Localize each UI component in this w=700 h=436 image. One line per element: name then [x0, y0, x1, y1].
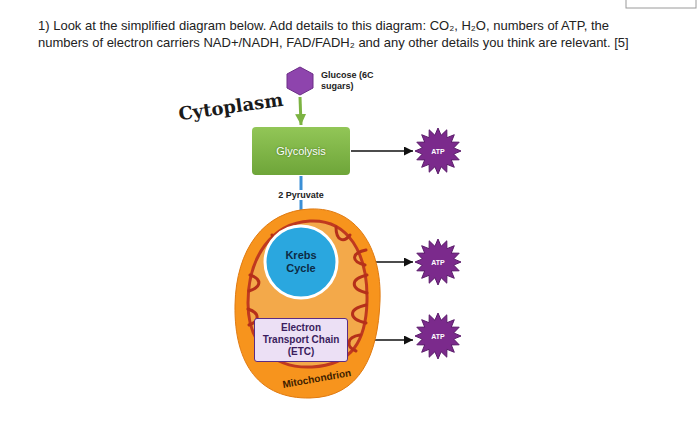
atp-starburst: ATP	[415, 128, 461, 174]
inner-membrane	[248, 221, 367, 367]
node-text: Krebs Cycle	[272, 249, 330, 275]
process-box: Electron Transport Chain (ETC)	[254, 318, 348, 362]
node-text: ATP	[431, 148, 444, 155]
atp-burst	[415, 128, 461, 174]
atp-burst	[415, 313, 461, 359]
outer-membrane	[235, 209, 380, 398]
glucose-hexagon: Glucose (6C sugars)	[285, 66, 315, 96]
node-text: Electron Transport Chain (ETC)	[260, 322, 342, 358]
arrow-connector	[351, 150, 413, 152]
hexagon-shape	[285, 66, 315, 96]
crista-fold	[249, 275, 259, 291]
atp-starburst: ATP	[415, 313, 461, 359]
glucose-molecule	[287, 67, 313, 95]
crista-fold	[353, 305, 367, 323]
arrow-connector	[300, 97, 301, 125]
region-label: Cytoplasm	[177, 89, 284, 124]
krebs-cycle-circle: Krebs Cycle	[263, 224, 339, 300]
node-text: Glycolysis	[276, 145, 326, 157]
crista-fold	[349, 335, 360, 351]
question-text: 1) Look at the simplified diagram below.…	[38, 17, 638, 51]
node-text: ATP	[431, 333, 444, 340]
atp-starburst: ATP	[415, 239, 461, 285]
answer-box	[626, 0, 696, 8]
crista-fold	[355, 250, 366, 265]
edge-label: 2 Pyruvate	[276, 190, 326, 200]
krebs-disc	[265, 226, 337, 298]
atp-burst	[415, 239, 461, 285]
crista-fold	[336, 227, 350, 240]
crista-fold	[354, 275, 367, 293]
node-text: ATP	[431, 259, 444, 266]
node-text: Glucose (6C sugars)	[321, 70, 383, 92]
mitochondrion-organelle: MitochondrionKrebs CycleElectron Transpo…	[232, 205, 382, 400]
process-box: Glycolysis	[252, 127, 350, 175]
